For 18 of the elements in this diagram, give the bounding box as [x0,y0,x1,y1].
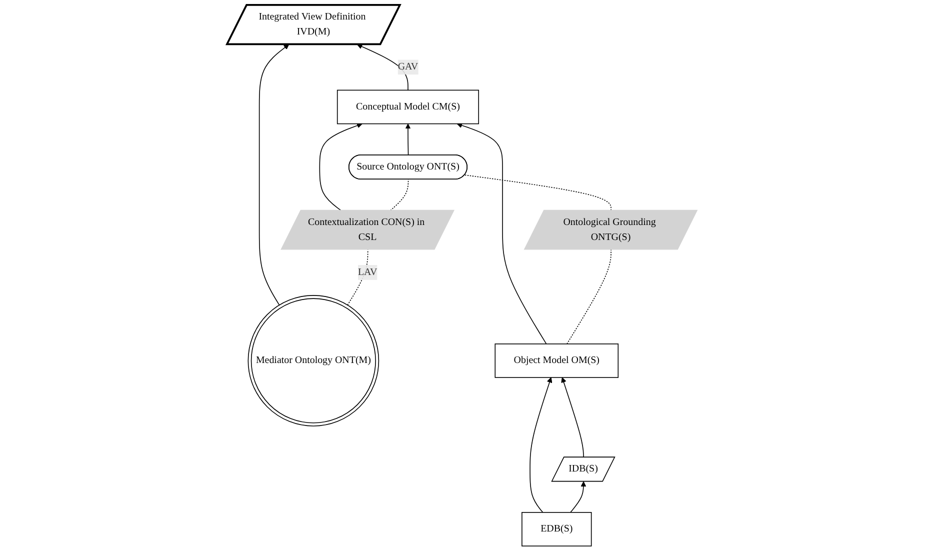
connector [390,179,410,211]
arrow [259,44,290,306]
arrow [357,44,409,91]
node-circle: Mediator Ontology ONT(M) [248,295,380,426]
connector [348,249,369,306]
arrow [562,377,584,458]
arrow [570,481,587,513]
node-box: Object Model OM(S) [495,344,619,378]
arrow [406,124,412,156]
arrow [320,122,363,211]
node-box: Conceptual Model CM(S) [337,90,480,124]
edge-label: LAV [358,266,378,278]
arrow [457,122,548,344]
arrow [530,377,553,513]
connector [464,174,612,211]
node-box: EDB(S) [522,512,592,546]
edge-label: GAV [398,62,419,72]
connector [566,249,612,344]
